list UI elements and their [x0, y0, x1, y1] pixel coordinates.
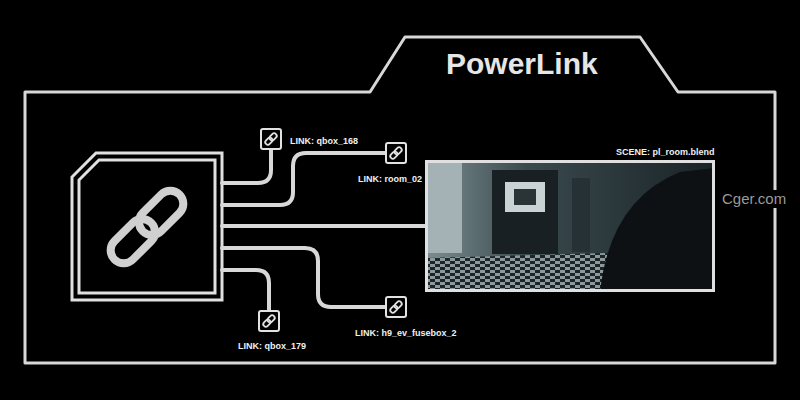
link-glyph: [260, 312, 278, 330]
scene-window-frame: [514, 189, 536, 205]
hub-inner-outline: [79, 160, 215, 293]
link-glyph-ring: [266, 314, 275, 323]
link-glyph-ring: [268, 132, 277, 141]
scene-window: [505, 182, 545, 212]
scene-label: SCENE: pl_room.blend: [616, 147, 715, 158]
link-label: LINK: qbox_179: [238, 341, 306, 352]
scene-frame: SCENE: pl_room.blend: [425, 160, 715, 292]
link-glyph-group: [389, 300, 403, 314]
link-glyph-group: [389, 146, 403, 160]
scene-pillar: [572, 178, 590, 252]
wires: [222, 150, 425, 310]
link-glyph-ring: [393, 300, 402, 309]
link-node: LINK: room_02: [385, 142, 407, 164]
link-glyph-group: [264, 132, 278, 146]
link-glyph: [262, 130, 280, 148]
link-node: LINK: qbox_179: [258, 310, 280, 332]
link-node: LINK: h9_ev_fusebox_2: [385, 296, 407, 318]
scene-hull: [600, 168, 715, 292]
link-label: LINK: h9_ev_fusebox_2: [355, 328, 457, 339]
scene-wall: [428, 163, 462, 253]
scene-illustration: [425, 160, 715, 292]
wire: [222, 270, 269, 310]
link-glyph: [387, 298, 405, 316]
wire: [222, 150, 271, 183]
scene-backdrop: [425, 160, 715, 292]
outer-frame: [25, 37, 775, 363]
chain-icon: [105, 185, 188, 268]
link-node: LINK: qbox_168: [260, 128, 282, 150]
watermark: Cger.com: [719, 190, 789, 208]
link-glyph-group: [262, 314, 276, 328]
diagram-title: PowerLink: [446, 47, 598, 81]
link-glyph-ring: [393, 146, 402, 155]
hub-outline: [72, 153, 222, 300]
link-label: LINK: room_02: [358, 174, 422, 185]
link-label: LINK: qbox_168: [290, 136, 358, 147]
wire: [222, 224, 425, 228]
scene-machine: [492, 170, 558, 254]
link-glyph: [387, 144, 405, 162]
wire: [222, 248, 385, 307]
